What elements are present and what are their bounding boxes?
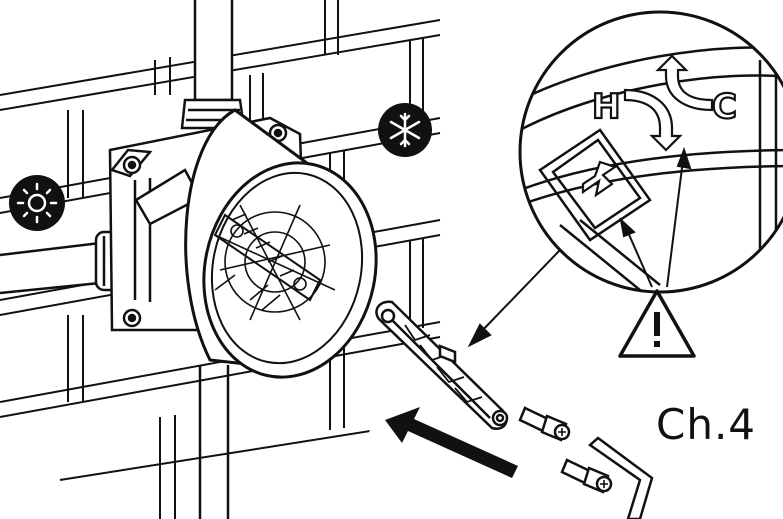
detail-magnifier — [518, 10, 783, 294]
allen-key-icon — [587, 436, 654, 519]
assembly-arrow-icon — [385, 407, 518, 478]
warning-icon — [618, 289, 696, 358]
snowflake-icon — [378, 103, 432, 157]
chapter-label: Ch.4 — [656, 400, 757, 449]
hot-label: H — [592, 87, 620, 127]
up-arrow-icon — [581, 160, 618, 198]
detail-pointer-arrow — [467, 249, 561, 348]
sun-icon — [9, 175, 65, 231]
trim-lever — [375, 300, 509, 430]
warning-pointer — [619, 147, 692, 288]
direction-arrow-icon — [623, 54, 714, 152]
mounting-screw — [560, 458, 613, 494]
valve-interior — [213, 204, 336, 321]
cold-label: C — [712, 87, 737, 127]
mounting-screw — [518, 406, 571, 442]
